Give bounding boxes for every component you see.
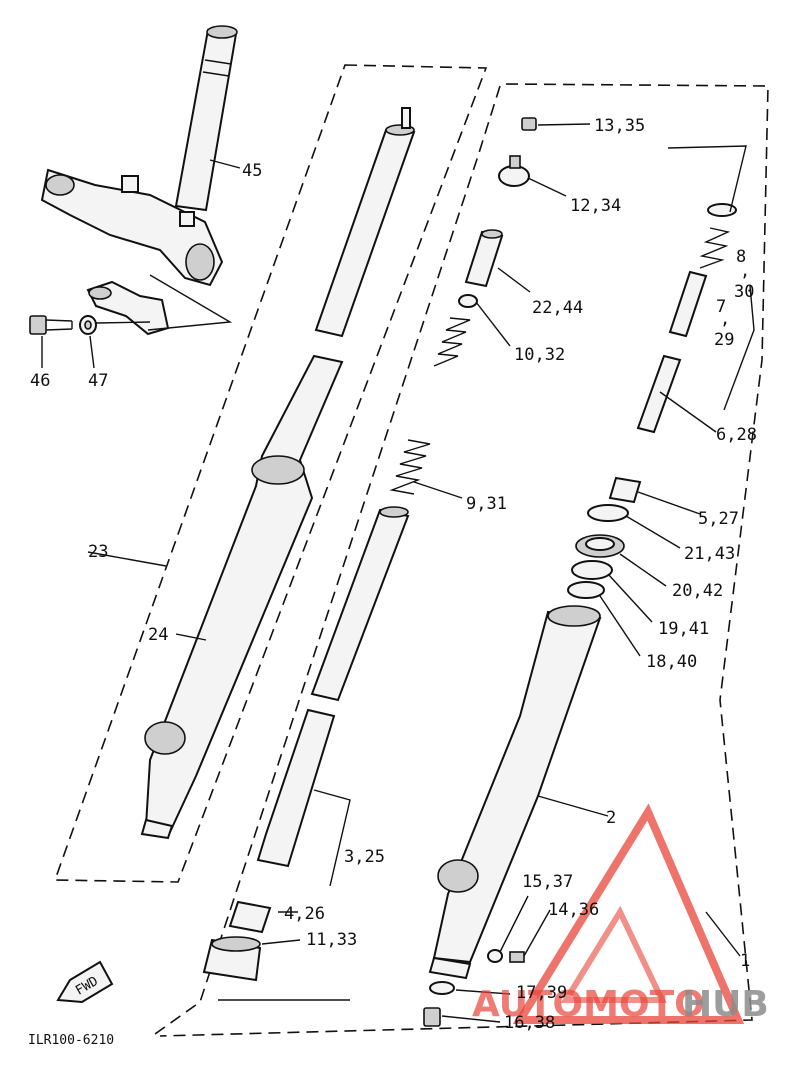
diagram-code: ILR100-6210 (28, 1033, 114, 1048)
label-11-33: 11,33 (306, 930, 357, 950)
label-7: 7 (716, 297, 726, 317)
label-19-41: 19,41 (658, 619, 709, 639)
dust-seal-part-11 (202, 936, 262, 982)
group-boundary-left (53, 64, 488, 883)
fork-tube-lower (256, 506, 410, 868)
collar-part-10 (458, 294, 478, 308)
watermark-logo: AUTOMOTO HUB (472, 803, 769, 1025)
steering-stem-part-45 (40, 25, 238, 287)
slide-metal-part-4 (228, 900, 272, 934)
bolt-part-14 (509, 951, 525, 963)
label-13-35: 13,35 (594, 116, 645, 136)
label-46: 46 (30, 371, 50, 391)
label-23: 23 (88, 542, 108, 562)
leader-24 (175, 633, 207, 641)
slide-metal-part-18 (567, 581, 605, 599)
leader-12 (527, 177, 567, 197)
label-8: 8 (736, 247, 746, 267)
cap-bolt-part-12 (498, 155, 530, 187)
label-21-43: 21,43 (684, 544, 735, 564)
leader-10 (475, 301, 511, 347)
label-3-25: 3,25 (344, 847, 385, 867)
label-45: 45 (242, 161, 262, 181)
label-30: 30 (734, 282, 754, 302)
fork-tube-upper (314, 107, 416, 338)
gasket-part-15 (487, 949, 503, 963)
oil-seal-part-20 (575, 534, 625, 558)
label-5-27: 5,27 (698, 509, 739, 529)
fork-outer-tube-part-24 (140, 354, 344, 840)
label-29: 29 (714, 330, 734, 350)
label-1: 1 (740, 951, 750, 971)
label-16-38: 16,38 (504, 1013, 555, 1033)
rebound-spring-part-6 (636, 354, 682, 434)
label-47: 47 (88, 371, 108, 391)
washer-part-19 (571, 560, 613, 580)
label-17-39: 17,39 (516, 983, 567, 1003)
watermark-text-1: AUTOMOTO (472, 984, 705, 1025)
label-20-42: 20,42 (672, 581, 723, 601)
leader-13 (537, 123, 591, 126)
label-4-26: 4,26 (284, 904, 325, 924)
label-9-31: 9,31 (466, 494, 507, 514)
damper-rod-part-7 (668, 227, 731, 338)
washer-part-17 (429, 981, 455, 995)
group-boundary-center (154, 85, 501, 1035)
washer-part-47 (79, 315, 97, 335)
fwd-arrow-icon (56, 960, 114, 1004)
leader-bottom (441, 895, 551, 1023)
leader-9 (413, 481, 463, 499)
clip-part-21 (587, 504, 629, 522)
piston-ring-part-8 (707, 203, 737, 217)
label-15-37: 15,37 (522, 872, 573, 892)
leader-holder (147, 274, 233, 331)
label-12-34: 12,34 (570, 196, 621, 216)
watermark-text-2: HUB (682, 984, 769, 1025)
label-24: 24 (148, 625, 168, 645)
leader-2 (537, 795, 609, 817)
leader-23 (87, 551, 167, 567)
oil-lock-piece-part-5 (608, 476, 642, 504)
label-7-comma: , (720, 309, 730, 329)
spacer-part-22 (464, 229, 504, 288)
label-22-44: 22,44 (532, 298, 583, 318)
leader-8-7-6 (659, 145, 755, 433)
leader-45 (209, 159, 241, 169)
bolt-part-46 (29, 315, 73, 335)
leader-3-4 (278, 789, 351, 913)
label-18-40: 18,40 (646, 652, 697, 672)
leader-1 (705, 911, 741, 957)
label-10-32: 10,32 (514, 345, 565, 365)
leader-22 (497, 267, 531, 293)
leader-11 (218, 939, 350, 1001)
handlebar-holder (86, 280, 170, 336)
cap-nut-part-13 (521, 117, 537, 131)
label-6-28: 6,28 (716, 425, 757, 445)
leader-46-47 (41, 321, 151, 369)
label-8-comma: , (740, 261, 750, 281)
leader-seals (599, 491, 701, 657)
outer-tube-part-2 (428, 605, 602, 980)
label-14-36: 14,36 (548, 900, 599, 920)
label-2: 2 (606, 808, 616, 828)
bolt-part-16 (423, 1007, 441, 1027)
fork-spring-part-9 (389, 317, 471, 495)
